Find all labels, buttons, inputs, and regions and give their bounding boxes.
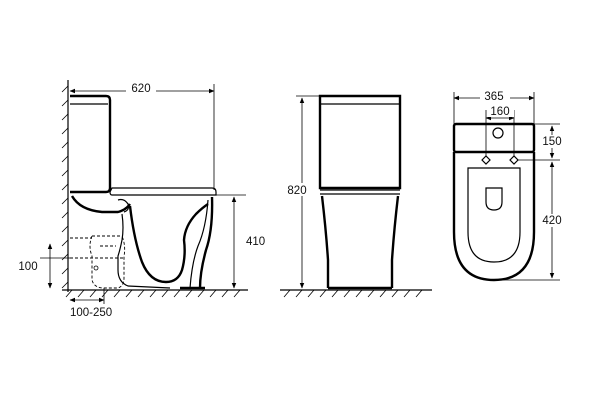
cistern-side xyxy=(70,94,112,194)
front-view: 820 xyxy=(280,94,432,298)
side-view: 620 410 100 100-250 xyxy=(14,80,268,319)
dim-height-820-label: 820 xyxy=(287,185,306,197)
dim-drain-offset: 100-250 xyxy=(69,288,112,319)
dim-holes-160-label: 160 xyxy=(490,106,509,118)
cistern-top xyxy=(452,122,536,154)
cistern-front xyxy=(318,94,402,195)
dim-drain-height-100-label: 100 xyxy=(18,261,37,273)
dim-holes-160: 160 xyxy=(485,106,515,121)
dim-drain-offset-label: 100-250 xyxy=(70,307,112,319)
dim-width-620-label: 620 xyxy=(131,83,150,95)
dim-width-365-label: 365 xyxy=(484,91,503,103)
bowl-top xyxy=(452,152,536,282)
dim-width-620: 620 xyxy=(69,81,215,190)
floor xyxy=(62,289,248,298)
dim-width-365: 365 xyxy=(453,89,535,124)
seat-lid-side xyxy=(109,187,217,196)
dim-depth-150-label: 150 xyxy=(542,136,561,148)
pedestal-front xyxy=(320,195,400,290)
dim-height-410-label: 410 xyxy=(246,236,265,248)
dim-length-420: 420 xyxy=(494,161,566,281)
front-floor xyxy=(280,289,432,298)
bowl-side xyxy=(70,195,214,290)
dim-height-820: 820 xyxy=(283,95,320,289)
dim-height-410: 410 xyxy=(214,194,268,289)
dim-drain-height-100: 100 xyxy=(14,243,70,289)
dim-length-420-label: 420 xyxy=(542,215,561,227)
wall xyxy=(61,80,69,292)
top-view: 365 160 150 420 xyxy=(452,89,566,282)
dim-depth-150: 150 xyxy=(518,123,566,161)
drain-pipe-dashed xyxy=(70,235,126,289)
